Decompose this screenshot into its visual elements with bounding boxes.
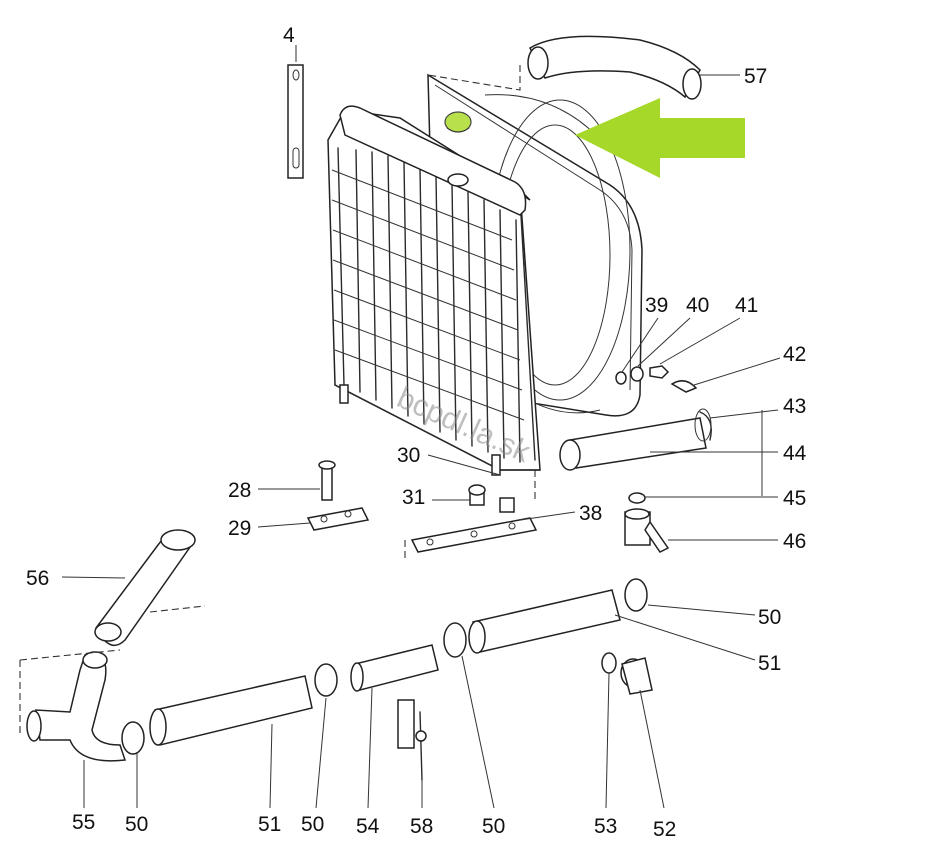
label-30: 30 — [397, 444, 420, 467]
label-52: 52 — [653, 818, 676, 841]
leader-lines — [61, 45, 781, 809]
label-29: 29 — [228, 517, 251, 540]
radiator-grid — [331, 169, 525, 421]
drain-tap-46 — [624, 492, 670, 553]
label-42: 42 — [783, 343, 806, 366]
radiator — [327, 105, 541, 476]
radiator-cap — [444, 111, 472, 133]
hose-54 — [350, 644, 439, 692]
highlight-arrow — [575, 98, 745, 178]
label-50-b: 50 — [301, 813, 324, 836]
hose-56 — [94, 529, 196, 647]
clamp-50-d — [624, 578, 648, 612]
label-54: 54 — [356, 815, 380, 838]
label-28: 28 — [228, 479, 251, 502]
tap-58 — [397, 699, 427, 781]
label-39: 39 — [645, 294, 668, 317]
radiator-fins — [337, 147, 521, 463]
label-43: 43 — [783, 395, 806, 418]
hose-51-upper — [468, 589, 621, 654]
label-46: 46 — [783, 530, 806, 553]
clamp-50-b — [314, 663, 338, 697]
parts-39-42 — [615, 365, 698, 393]
mount-parts — [306, 460, 538, 553]
hose-55 — [26, 651, 127, 762]
label-58: 58 — [410, 815, 433, 838]
label-51-lower: 51 — [258, 813, 281, 836]
label-40: 40 — [686, 294, 709, 317]
label-57: 57 — [744, 65, 767, 88]
bracket-4 — [287, 64, 304, 179]
label-44: 44 — [783, 442, 807, 465]
assembly-lines — [19, 65, 536, 735]
label-50-d: 50 — [758, 606, 781, 629]
hose-57 — [527, 35, 702, 100]
label-50-a: 50 — [125, 813, 148, 836]
label-56: 56 — [26, 567, 49, 590]
plug-52 — [620, 657, 653, 695]
label-31: 31 — [402, 486, 425, 509]
washer-53 — [601, 652, 617, 674]
label-53: 53 — [594, 815, 617, 838]
label-51-upper: 51 — [758, 652, 781, 675]
clamp-50-c — [443, 622, 467, 658]
label-38: 38 — [579, 502, 602, 525]
label-50-c: 50 — [482, 815, 505, 838]
hose-44 — [559, 408, 712, 471]
label-45: 45 — [783, 487, 806, 510]
part-labels: 4 57 39 40 41 42 43 44 45 46 30 28 31 38… — [26, 24, 807, 841]
hose-51-lower — [149, 675, 313, 746]
label-55: 55 — [72, 811, 95, 834]
label-4: 4 — [283, 24, 295, 47]
label-41: 41 — [735, 294, 758, 317]
clamp-50-a — [121, 721, 145, 755]
